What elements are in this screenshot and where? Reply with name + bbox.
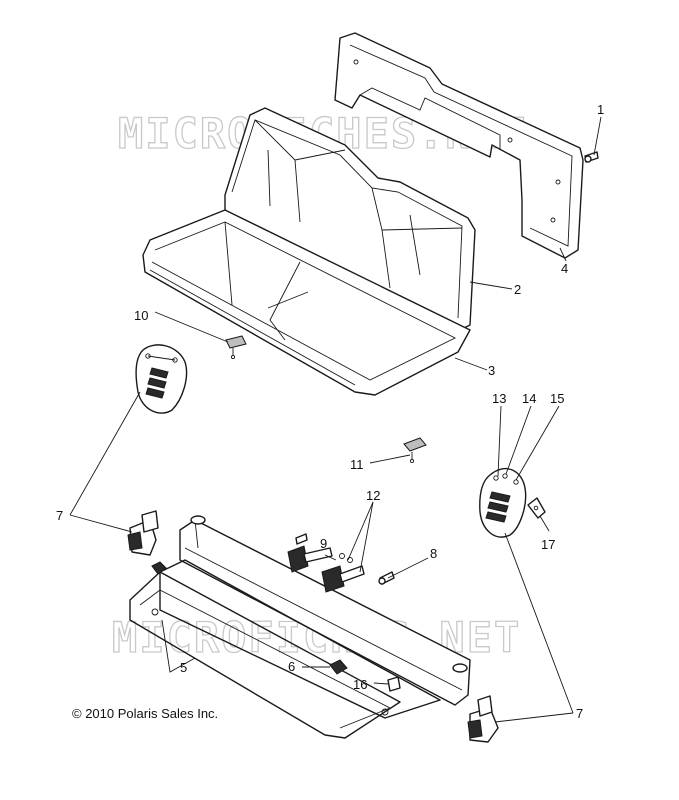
seat-base-frame xyxy=(129,515,471,739)
latch-detail-right xyxy=(479,467,527,538)
latch-bottom xyxy=(467,695,499,743)
callout-9: 9 xyxy=(320,536,327,551)
callout-15: 15 xyxy=(550,391,564,406)
leader-lines xyxy=(69,116,602,723)
callout-11: 11 xyxy=(350,457,364,472)
seat-back-panel xyxy=(334,32,584,259)
callout-3: 3 xyxy=(488,363,495,378)
callout-7-left: 7 xyxy=(56,508,63,523)
latch-left xyxy=(127,510,159,556)
callout-17: 17 xyxy=(541,537,555,552)
seat-bottom xyxy=(142,209,471,396)
callout-12: 12 xyxy=(366,488,380,503)
nut-part-6 xyxy=(151,561,348,675)
mount-brackets-part-12 xyxy=(287,533,365,593)
callout-13: 13 xyxy=(492,391,506,406)
callout-8: 8 xyxy=(430,546,437,561)
callout-6: 6 xyxy=(288,659,295,674)
bracket-part-17 xyxy=(527,497,546,519)
latch-detail-left xyxy=(135,344,188,414)
copyright-text: © 2010 Polaris Sales Inc. xyxy=(72,706,218,721)
callout-10: 10 xyxy=(134,308,148,323)
callout-5: 5 xyxy=(180,660,187,675)
callout-14: 14 xyxy=(522,391,536,406)
callout-2: 2 xyxy=(514,282,521,297)
clip-part-10 xyxy=(225,335,247,360)
spacer-part-16 xyxy=(387,676,401,692)
callout-16: 16 xyxy=(353,677,367,692)
callout-1: 1 xyxy=(597,102,604,117)
callout-4: 4 xyxy=(561,261,568,276)
screw-part-1 xyxy=(584,151,599,163)
callout-7-right: 7 xyxy=(576,706,583,721)
bolt-part-8 xyxy=(378,571,395,585)
clip-part-11 xyxy=(403,437,427,464)
